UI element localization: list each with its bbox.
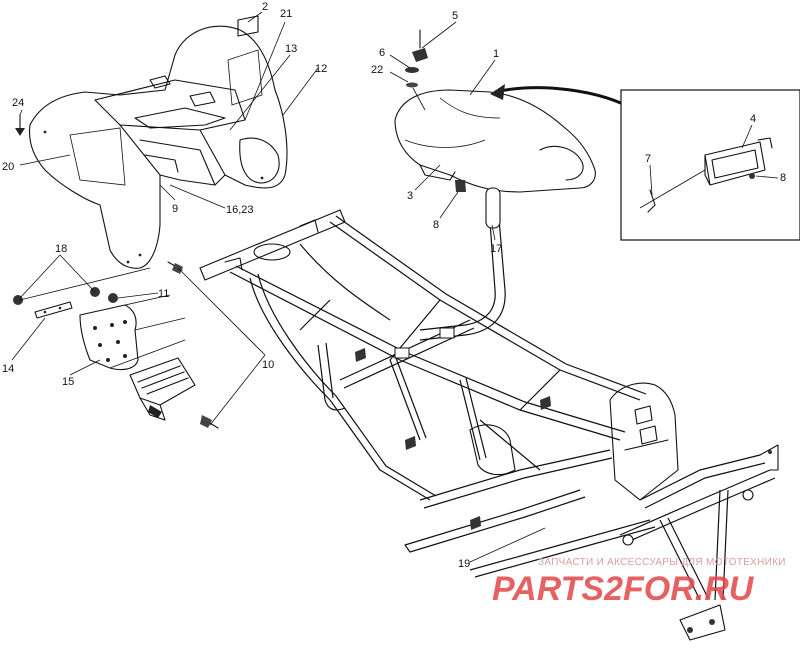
callout-14: 14: [2, 363, 14, 375]
seat-bolt: [455, 180, 466, 192]
callout-22: 22: [371, 64, 383, 76]
assembly-guides: [19, 267, 186, 369]
callout-17: 17: [490, 243, 502, 255]
inset-detail: [620, 89, 800, 241]
callout-7: 7: [645, 153, 651, 165]
callout-1: 1: [493, 48, 499, 60]
callout-11: 11: [158, 288, 169, 300]
seat-1: [394, 89, 596, 193]
callout-16-23: 16,23: [226, 204, 254, 216]
callout-3: 3: [407, 190, 413, 202]
decal-2: [237, 15, 259, 37]
inset-arrow: [494, 86, 636, 112]
callout-24: 24: [12, 97, 24, 109]
callout-8-seat: 8: [433, 219, 439, 231]
callout-18: 18: [55, 243, 67, 255]
frame: [199, 209, 779, 641]
callout-12: 12: [315, 63, 327, 75]
callout-15: 15: [62, 376, 74, 388]
watermark-tagline: ЗАПЧАСТИ И АКСЕССУАРЫ ДЛЯ МОТОТЕХНИКИ: [538, 557, 786, 568]
watermark-logo: PARTS2FOR.RU: [492, 570, 755, 608]
bolt-10: [167, 261, 219, 429]
callout-10: 10: [262, 359, 274, 371]
rear-fender: [28, 25, 288, 269]
callout-20: 20: [2, 161, 14, 173]
push-rivet-24: [15, 114, 25, 136]
grab-bar-17: [419, 187, 506, 341]
watermark: ЗАПЧАСТИ И АКСЕССУАРЫ ДЛЯ МОТОТЕХНИКИ PA…: [492, 557, 786, 608]
callout-13: 13: [285, 43, 297, 55]
mud-flap-assembly: [13, 287, 139, 371]
leader-lines: [11, 11, 779, 563]
footrest-15: [129, 357, 196, 421]
callout-9: 9: [172, 203, 178, 215]
callout-19: 19: [458, 558, 470, 570]
callout-2: 2: [262, 1, 268, 13]
callout-6: 6: [379, 47, 385, 59]
seat-hardware: [405, 29, 428, 111]
callout-4: 4: [750, 113, 756, 125]
callout-21: 21: [280, 8, 292, 20]
callout-5: 5: [452, 10, 458, 22]
callout-8-inset: 8: [780, 172, 786, 184]
callout-labels: 2 21 13 12 24 20 9 16,23 18 11 14 15 10 …: [2, 1, 786, 570]
